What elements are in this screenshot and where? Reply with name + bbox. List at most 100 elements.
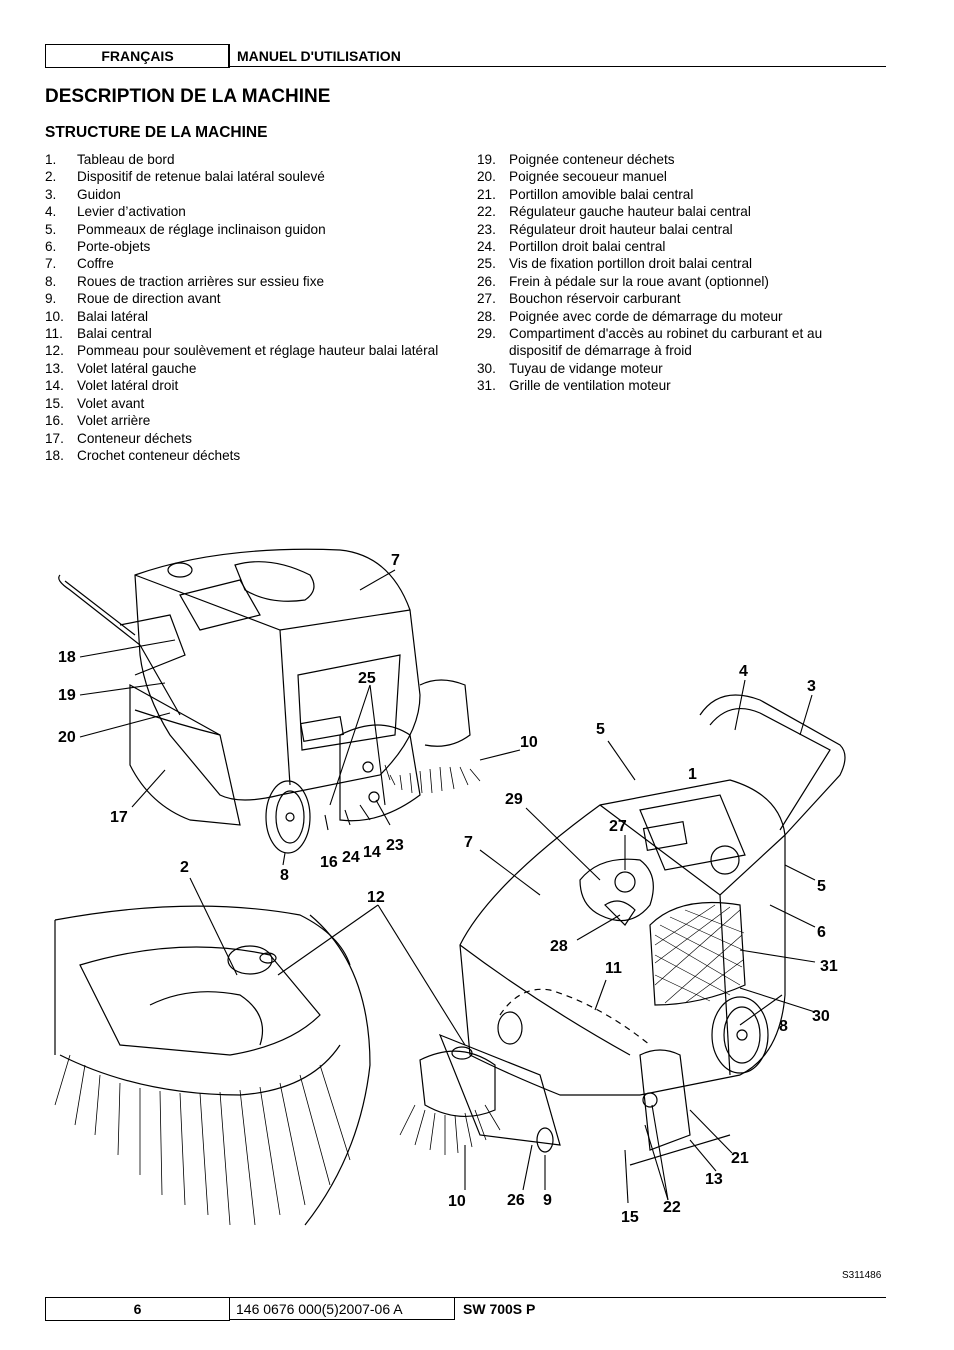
callout-label: 14 — [363, 844, 381, 861]
item-text: Vis de fixation portillon droit balai ce… — [509, 256, 753, 272]
callout-label: 7 — [464, 834, 473, 851]
list-item: 17. Conteneur déchets — [45, 430, 445, 447]
item-number: 20. — [477, 169, 496, 185]
item-number: 29. — [477, 326, 496, 342]
callout-label: 30 — [812, 1008, 830, 1025]
section-title: DESCRIPTION DE LA MACHINE — [45, 86, 331, 107]
parts-list-right: 19. Poignée conteneur déchets 20. Poignée s… — [477, 151, 857, 395]
item-number: 11. — [45, 326, 63, 342]
item-number: 5. — [45, 221, 57, 237]
header-language: FRANÇAIS — [45, 44, 230, 68]
callout-label: 16 — [320, 854, 338, 871]
callout-label: 18 — [58, 649, 76, 666]
item-number: 12. — [45, 343, 64, 359]
callout-label: 24 — [342, 849, 360, 866]
list-item: 5. Pommeaux de réglage inclinaison guidon — [45, 221, 445, 238]
callout-label: 4 — [739, 663, 748, 680]
item-text: Crochet conteneur déchets — [77, 447, 241, 463]
item-text: Portillon amovible balai central — [509, 186, 694, 202]
item-number: 8. — [45, 273, 57, 289]
callout-label: 22 — [663, 1199, 681, 1216]
page-header: FRANÇAIS MANUEL D'UTILISATION — [45, 44, 886, 68]
machine-drawing: 7 18 19 20 17 25 10 16 24 14 23 8 2 12 4… — [54, 548, 846, 1226]
item-text: Volet latéral gauche — [77, 360, 197, 376]
item-number: 23. — [477, 221, 496, 237]
item-number: 1. — [45, 152, 57, 167]
item-text: Poignée secoueur manuel — [509, 169, 667, 185]
item-number: 26. — [477, 273, 496, 289]
item-number: 25. — [477, 256, 496, 272]
callout-label: 27 — [609, 818, 627, 835]
item-text: Pommeau pour soulèvement et réglage haut… — [77, 343, 439, 359]
list-item: 4.Levier d’activation — [45, 203, 445, 220]
callout-label: 9 — [543, 1192, 552, 1209]
item-text: Coffre — [77, 256, 114, 272]
callout-label: 29 — [505, 791, 523, 808]
list-item: 10.Balai latéral — [45, 308, 445, 325]
item-text: Frein à pédale sur la roue avant (option… — [509, 273, 769, 289]
list-item: 15.Volet avant — [45, 395, 445, 412]
list-item: 16. Volet arrière — [45, 412, 445, 429]
callout-label: 12 — [367, 889, 385, 906]
item-number: 30. — [477, 360, 496, 376]
callout-label: 2 — [180, 859, 189, 876]
list-item: 30. Tuyau de vidange moteur — [477, 360, 857, 377]
callout-label: 10 — [448, 1193, 466, 1210]
callout-label: 17 — [110, 809, 128, 826]
list-item: 20. Poignée secoueur manuel — [477, 168, 857, 185]
item-text: Pommeaux de réglage inclinaison guidon — [77, 221, 326, 237]
callout-label: 19 — [58, 687, 76, 704]
item-number: 24. — [477, 239, 496, 255]
item-number: 3. — [45, 186, 57, 202]
item-number: 17. — [45, 430, 64, 446]
list-item: 8. Roues de traction arrières sur essieu … — [45, 273, 445, 290]
item-number: 13. — [45, 360, 64, 376]
item-number: 22. — [477, 204, 496, 220]
callout-label: 3 — [807, 678, 816, 695]
item-text: Roue de direction avant — [77, 291, 221, 307]
callout-label: 5 — [596, 721, 605, 738]
list-item: 14.Volet latéral droit — [45, 377, 445, 394]
callout-label: 10 — [520, 734, 538, 751]
item-text: Roues de traction arrières sur essieu fi… — [77, 273, 325, 289]
list-item: 25. Vis de fixation portillon droit balai… — [477, 255, 857, 272]
item-number: 18. — [45, 447, 64, 463]
item-number: 4. — [45, 204, 57, 220]
model-name: SW 700S P — [455, 1297, 886, 1320]
item-text: Tableau de bord — [77, 152, 175, 167]
callout-label: 25 — [358, 670, 376, 687]
item-number: 28. — [477, 308, 496, 324]
item-text: Porte-objets — [77, 239, 151, 255]
callout-label: 20 — [58, 729, 76, 746]
item-text: Compartiment d'accès au robinet du carbu… — [509, 326, 823, 359]
item-text: Balai central — [77, 326, 152, 342]
item-text: Tuyau de vidange moteur — [509, 360, 663, 376]
callout-label: 6 — [817, 924, 826, 941]
item-text: Bouchon réservoir carburant — [509, 291, 681, 307]
item-number: 31. — [477, 378, 496, 394]
item-number: 10. — [45, 308, 64, 324]
item-text: Régulateur droit hauteur balai central — [509, 221, 733, 237]
header-title: MANUEL D'UTILISATION — [228, 44, 886, 67]
list-item: 3.Guidon — [45, 186, 445, 203]
item-number: 16. — [45, 413, 64, 429]
callout-label: 21 — [731, 1150, 749, 1167]
callout-label: 15 — [621, 1209, 639, 1226]
machine-illustration: 7 18 19 20 17 25 10 16 24 14 23 8 2 12 4… — [40, 535, 900, 1255]
list-item: 11. Balai central — [45, 325, 445, 342]
list-item: 6.Porte-objets — [45, 238, 445, 255]
item-text: Conteneur déchets — [77, 430, 192, 446]
list-item: 31.Grille de ventilation moteur — [477, 377, 857, 394]
callout-label: 11 — [605, 960, 622, 977]
list-item: 18. Crochet conteneur déchets — [45, 447, 445, 464]
list-item: 22.Régulateur gauche hauteur balai centr… — [477, 203, 857, 220]
item-number: 19. — [477, 152, 496, 167]
callout-label: 26 — [507, 1192, 525, 1209]
item-number: 7. — [45, 256, 57, 272]
item-text: Poignée conteneur déchets — [509, 152, 675, 167]
list-item: 13. Volet latéral gauche — [45, 360, 445, 377]
item-text: Volet arrière — [77, 413, 151, 429]
callout-label: 31 — [820, 958, 838, 975]
list-item: 24.Portillon droit balai central — [477, 238, 857, 255]
